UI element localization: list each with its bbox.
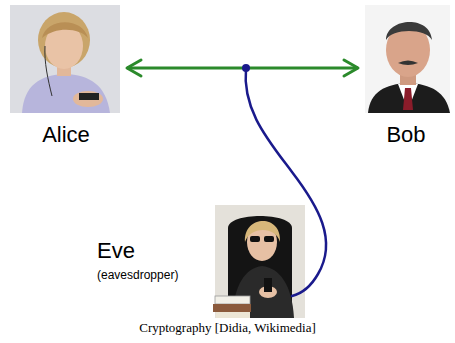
arrow-head: [344, 60, 358, 76]
message-arrow: [127, 60, 358, 76]
suit: [368, 83, 450, 113]
alice-figure: Alice: [10, 3, 122, 153]
eve-photo: [213, 205, 305, 318]
person-name: Alice: [10, 122, 122, 147]
wiretap-wire: [246, 68, 327, 296]
phone: [79, 93, 99, 100]
book: [213, 304, 251, 312]
book: [215, 296, 250, 304]
tie: [403, 88, 413, 110]
book: [216, 312, 250, 318]
photo-ground: [10, 5, 120, 113]
sunglasses: [250, 236, 260, 242]
arrow-head: [127, 60, 141, 76]
person-name: Bob: [362, 122, 450, 147]
figure-caption: Cryptography [Didia, Wikimedia]: [0, 320, 455, 336]
sunglasses: [264, 236, 274, 242]
photo-ground: [365, 5, 450, 113]
headset-wire: [45, 46, 52, 96]
hair: [245, 221, 280, 242]
person-name: Eve: [97, 238, 135, 263]
tap-point: [242, 64, 250, 72]
role-note: (eavesdropper): [97, 269, 178, 283]
hands: [73, 91, 103, 107]
fringe: [42, 22, 88, 38]
phone: [264, 278, 272, 292]
hair: [386, 22, 432, 40]
eve-figure: Eve (eavesdropper): [95, 205, 307, 318]
jacket: [22, 74, 110, 113]
bob-photo: [365, 5, 450, 113]
bob-figure: Bob: [362, 3, 450, 153]
photo-ground: [215, 205, 305, 318]
mustache: [398, 61, 418, 66]
alice-photo: [10, 5, 120, 113]
shirt: [398, 84, 418, 110]
